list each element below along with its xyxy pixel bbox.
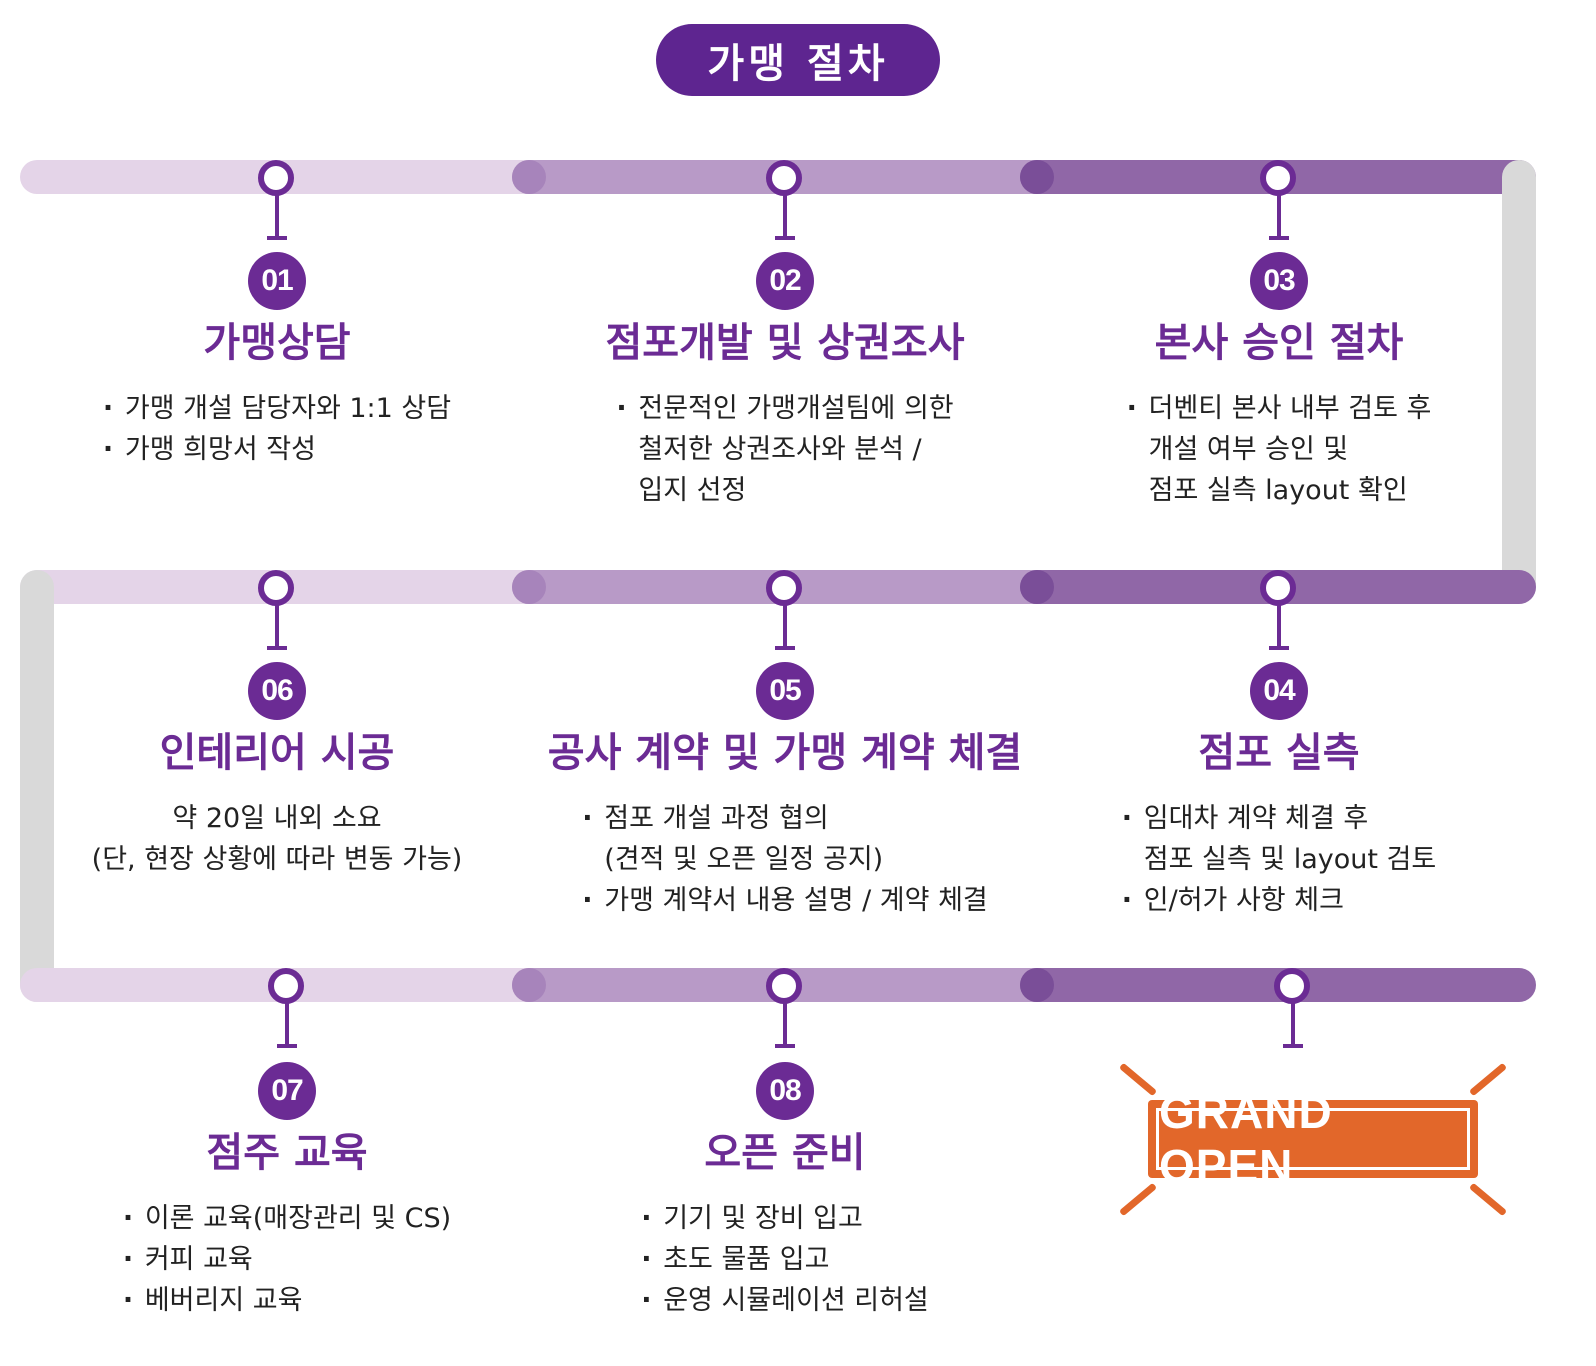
step-number: 02 [756, 252, 814, 310]
list-item-continued: 입지 선정 [638, 475, 747, 506]
step-title: 본사 승인 절차 [1154, 320, 1404, 366]
timeline-node-open [1274, 968, 1310, 1004]
step-number: 01 [248, 252, 306, 310]
step-02: 02 점포개발 및 상권조사 전문적인 가맹개설팀에 의한 철저한 상권조사와 … [535, 252, 1035, 511]
timeline-connector-left [20, 570, 54, 1002]
step-title: 점포개발 및 상권조사 [605, 320, 965, 366]
list-item-continued: 철저한 상권조사와 분석 / [638, 434, 922, 465]
timeline-stem-open [1283, 1002, 1303, 1048]
step-description: 점포 개설 과정 협의 (견적 및 오픈 일정 공지) 가맹 계약서 내용 설명… [582, 798, 988, 921]
timeline-stem-07 [277, 1002, 297, 1048]
timeline-node-03 [1260, 160, 1296, 196]
list-item: 가맹 희망서 작성 [103, 429, 451, 470]
list-item: 가맹 계약서 내용 설명 / 계약 체결 [582, 880, 988, 921]
timeline-node-02 [766, 160, 802, 196]
step-description: 가맹 개설 담당자와 1:1 상담 가맹 희망서 작성 [103, 388, 451, 470]
step-title: 점주 교육 [206, 1130, 368, 1176]
step-number: 03 [1250, 252, 1308, 310]
step-04: 04 점포 실측 임대차 계약 체결 후 점포 실측 및 layout 검토 인… [1029, 662, 1529, 921]
step-number: 05 [756, 662, 814, 720]
step-06: 06 인테리어 시공 약 20일 내외 소요 (단, 현장 상황에 따라 변동 … [27, 662, 527, 880]
timeline-node-01 [258, 160, 294, 196]
step-title: 인테리어 시공 [159, 730, 395, 776]
step-description: 임대차 계약 체결 후 점포 실측 및 layout 검토 인/허가 사항 체크 [1122, 798, 1436, 921]
step-title: 오픈 준비 [704, 1130, 866, 1176]
timeline-stem-05 [775, 604, 795, 650]
list-item: 이론 교육(매장관리 및 CS) [123, 1198, 451, 1239]
step-description: 기기 및 장비 입고 초도 물품 입고 운영 시뮬레이션 리허설 [641, 1198, 929, 1321]
list-item: 전문적인 가맹개설팀에 의한 [616, 388, 953, 429]
step-description: 약 20일 내외 소요 (단, 현장 상황에 따라 변동 가능) [92, 798, 463, 880]
step-number: 08 [756, 1062, 814, 1120]
list-item: 임대차 계약 체결 후 [1122, 798, 1436, 839]
timeline-stem-01 [267, 194, 287, 240]
timeline-node-07 [268, 968, 304, 1004]
timeline-stem-03 [1269, 194, 1289, 240]
list-item: 커피 교육 [123, 1239, 451, 1280]
step-number: 07 [258, 1062, 316, 1120]
step-03: 03 본사 승인 절차 더벤티 본사 내부 검토 후 개설 여부 승인 및 점포… [1029, 252, 1529, 511]
timeline-stem-04 [1269, 604, 1289, 650]
grand-open-label: GRAND OPEN [1156, 1086, 1470, 1192]
list-item: 점포 개설 과정 협의 [582, 798, 988, 839]
page-title: 가맹 절차 [656, 24, 940, 96]
step-number: 04 [1250, 662, 1308, 720]
list-item: 베버리지 교육 [123, 1280, 451, 1321]
timeline-stem-06 [267, 604, 287, 650]
description-line: 약 20일 내외 소요 [172, 803, 382, 834]
timeline-node-04 [1260, 570, 1296, 606]
grand-open-sign: GRAND OPEN [1148, 1086, 1478, 1192]
list-item: 더벤티 본사 내부 검토 후 [1127, 388, 1432, 429]
list-item-continued: 점포 실측 layout 확인 [1148, 475, 1408, 506]
step-title: 점포 실측 [1198, 730, 1360, 776]
list-item: 기기 및 장비 입고 [641, 1198, 929, 1239]
step-description: 전문적인 가맹개설팀에 의한 철저한 상권조사와 분석 / 입지 선정 [616, 388, 953, 511]
timeline-node-05 [766, 570, 802, 606]
step-description: 더벤티 본사 내부 검토 후 개설 여부 승인 및 점포 실측 layout 확… [1127, 388, 1432, 511]
step-08: 08 오픈 준비 기기 및 장비 입고 초도 물품 입고 운영 시뮬레이션 리허… [535, 1062, 1035, 1321]
list-item: 초도 물품 입고 [641, 1239, 929, 1280]
step-01: 01 가맹상담 가맹 개설 담당자와 1:1 상담 가맹 희망서 작성 [27, 252, 527, 470]
description-line: (단, 현장 상황에 따라 변동 가능) [91, 844, 463, 875]
list-item: 운영 시뮬레이션 리허설 [641, 1280, 929, 1321]
step-07: 07 점주 교육 이론 교육(매장관리 및 CS) 커피 교육 베버리지 교육 [37, 1062, 537, 1321]
step-title: 공사 계약 및 가맹 계약 체결 [547, 730, 1023, 776]
timeline-stem-02 [775, 194, 795, 240]
step-description: 이론 교육(매장관리 및 CS) 커피 교육 베버리지 교육 [123, 1198, 451, 1321]
timeline-node-08 [766, 968, 802, 1004]
step-title: 가맹상담 [203, 320, 351, 366]
step-number: 06 [248, 662, 306, 720]
list-item: 인/허가 사항 체크 [1122, 880, 1436, 921]
timeline-node-06 [258, 570, 294, 606]
timeline-stem-08 [775, 1002, 795, 1048]
list-item-continued: (견적 및 오픈 일정 공지) [604, 844, 884, 875]
list-item: 가맹 개설 담당자와 1:1 상담 [103, 388, 451, 429]
list-item-continued: 점포 실측 및 layout 검토 [1143, 844, 1437, 875]
step-05: 05 공사 계약 및 가맹 계약 체결 점포 개설 과정 협의 (견적 및 오픈… [535, 662, 1035, 921]
list-item-continued: 개설 여부 승인 및 [1148, 434, 1349, 465]
timeline-connector-right [1502, 160, 1536, 604]
